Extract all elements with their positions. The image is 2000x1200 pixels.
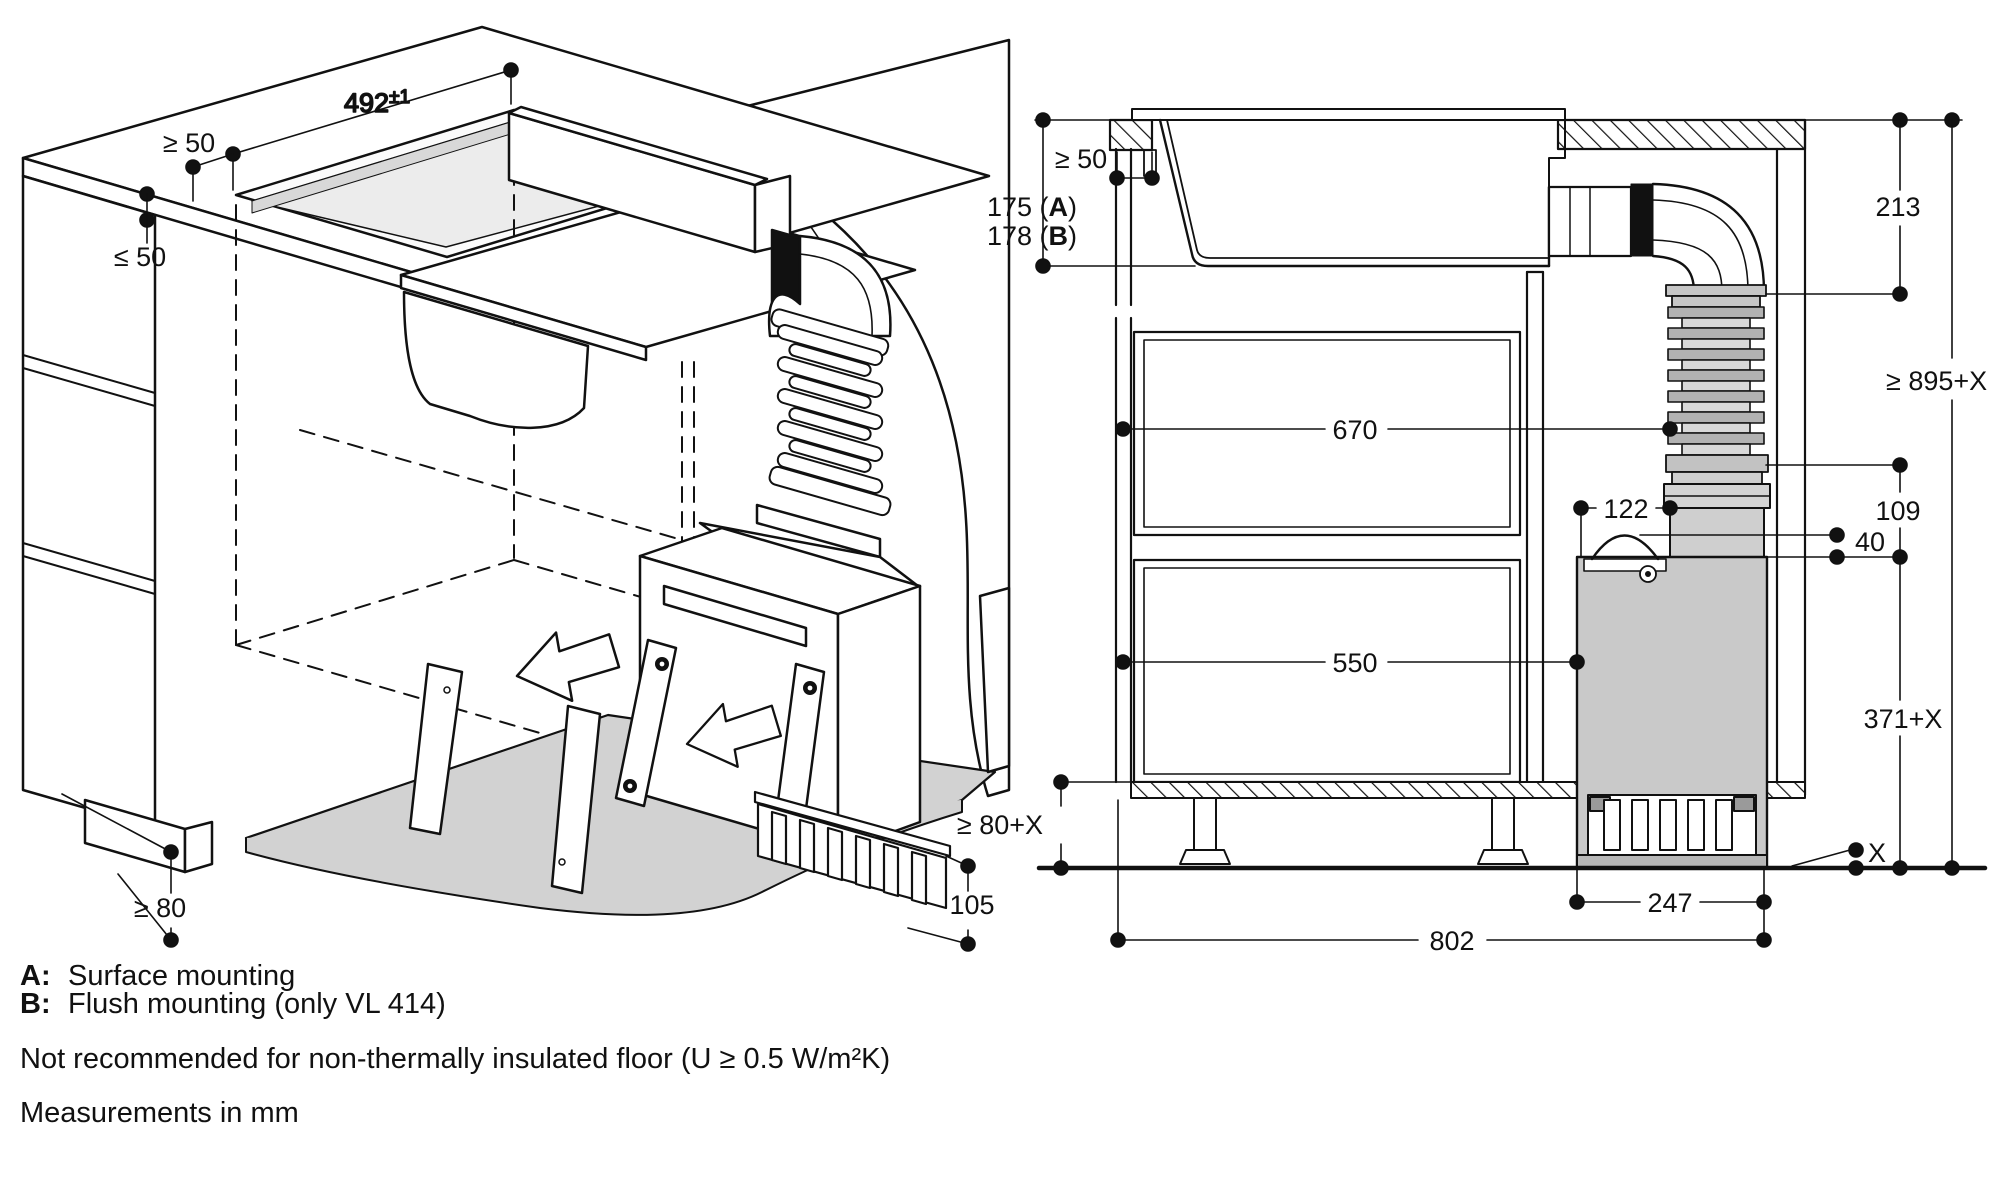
note-units: Measurements in mm [20,1097,299,1129]
dim-side-clearance: ≥ 50 [1055,144,1107,174]
dim-floor-gap: X [1868,838,1886,868]
dim-depth-a: 175 (A) [987,192,1077,222]
note-a: A:Surface mounting [20,960,295,992]
iso-flex-hose [768,308,892,517]
hob-glass-edge [399,273,648,362]
dim-overall-height: ≥ 895+X [1886,366,1987,396]
tub-outer [1158,118,1551,268]
dim-connector-height: 109 [1875,496,1920,526]
cable-loop [1590,534,1660,561]
elbow-outer [1651,182,1766,294]
worktop-section-right [1556,118,1807,151]
iso-vent-grille [753,790,952,910]
iso-dimensions: 492±1 ≥ 50 ≤ 50 ≥ 80 105 [61,62,995,952]
outlet-housing-top [507,105,769,187]
dim-rear-clearance: ≥ 50 [163,128,215,158]
duct-box-right-face [836,584,922,854]
elbow-duct [767,234,892,338]
duct-neck [1669,507,1765,558]
dim-worktop-thickness: ≤ 50 [114,242,166,272]
dim-depth-b: 178 (B) [987,221,1077,251]
sec-vent-grille [1576,794,1768,869]
hose-lower-flange [1665,454,1769,473]
worktop-section-left [1108,118,1154,152]
cabinet-side-face [21,174,157,830]
dim-elbow-drop: 213 [1875,192,1920,222]
notes-block: A:Surface mounting B:Flush mounting (onl… [20,960,890,1129]
sec-worktop [1108,108,1807,152]
insulation-panel-left [408,662,464,836]
iso-view: 492±1 ≥ 50 ≤ 50 ≥ 80 105 [21,25,1011,952]
dim-lower-inner-width: 550 [1332,648,1377,678]
cabinet-legs [1179,797,1529,865]
iso-duct-box [614,503,922,854]
plinth-side [183,820,214,874]
note-b: B:Flush mounting (only VL 414) [20,988,446,1020]
sec-duct [1575,284,1771,870]
tub-inner [1166,119,1550,259]
bottom-board-left [1130,781,1578,799]
upper-drawer [1132,330,1522,537]
dim-overall-width: 802 [1429,926,1474,956]
mount-strip-left [614,638,678,808]
arrow-icon [685,702,783,768]
collar-black [1630,183,1654,257]
hose-ribs [1667,306,1765,456]
dim-plinth-height: ≥ 80 [134,893,186,923]
dim-upper-inner-width: 670 [1332,415,1377,445]
dim-lower-height: 371+X [1864,704,1943,734]
dim-duct-width: 247 [1647,888,1692,918]
dim-duct-offset: 122 [1603,494,1648,524]
bottom-board-right [1766,781,1806,799]
hob-top-plate [1131,108,1566,121]
duct-box-slot [662,584,808,648]
dim-cutout-width: 492±1 [344,87,410,118]
section-view: ≥ 50 175 (A) 178 (B) 213 ≥ 895+X 670 [957,108,1988,956]
sec-dimensions: ≥ 50 175 (A) 178 (B) 213 ≥ 895+X 670 [957,112,1987,956]
insulation-panel-center [550,704,602,895]
sec-cabinet [1114,118,1807,865]
lower-drawer [1132,558,1522,784]
dim-grille-height: 105 [949,890,994,920]
hob-tub-body [402,290,590,429]
blower-bracket [1548,119,1566,188]
iso-arrows [515,631,783,768]
dim-plinth-height-x: ≥ 80+X [957,810,1043,840]
iso-loose-panels [408,586,1011,895]
arrow-icon [515,631,621,703]
iso-hob-unit [399,105,917,429]
insulation-panel-right-clipped [978,586,1011,774]
note-floor: Not recommended for non-thermally insula… [20,1043,890,1075]
dim-clip-gap: 40 [1855,527,1885,557]
